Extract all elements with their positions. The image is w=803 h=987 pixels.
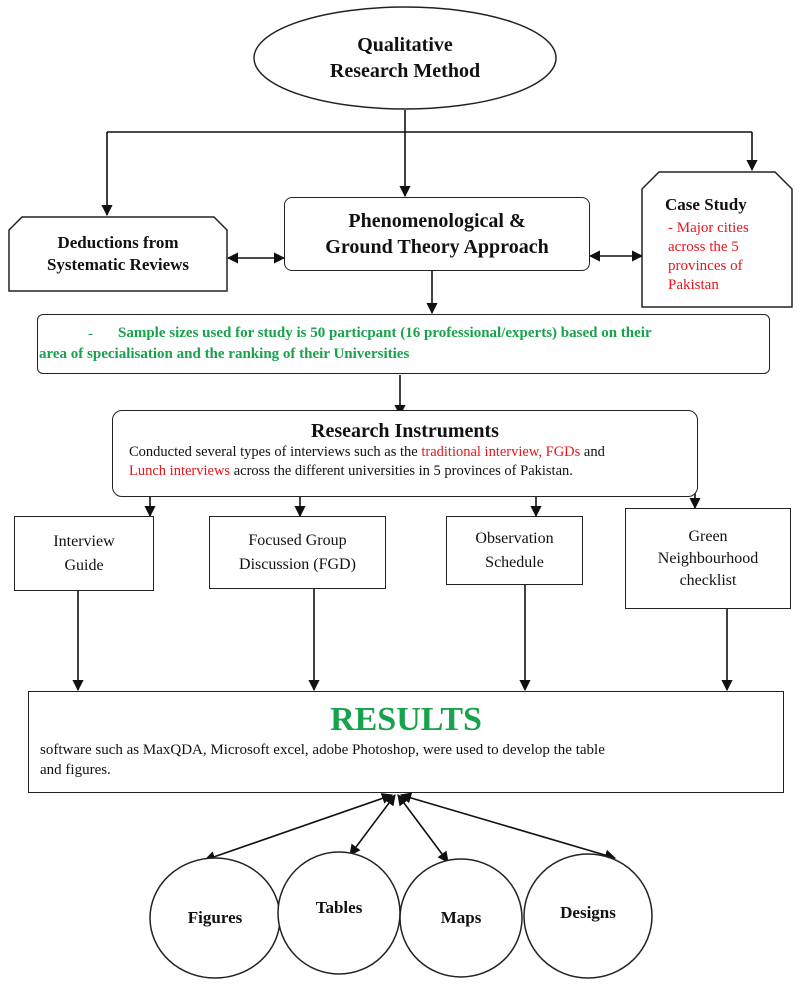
deductions-node: Deductions from Systematic Reviews — [8, 216, 228, 292]
sample-line1: Sample sizes used for study is 50 partic… — [118, 325, 652, 341]
sample-dash: - — [88, 326, 93, 342]
case-study-node: Case Study - Major cities across the 5 p… — [641, 171, 793, 308]
checklist-line2: Neighbourhood — [657, 549, 759, 567]
maps-circle: Maps — [398, 857, 524, 979]
interview-guide-node: Interview Guide — [14, 516, 154, 591]
arrow-results-tables — [349, 794, 396, 856]
instruments-line1-a: Conducted several types of interviews su… — [129, 444, 422, 460]
case-study-line: - Major cities — [668, 220, 749, 236]
observation-line2: Schedule — [485, 553, 544, 571]
arrow-results-maps — [397, 794, 449, 863]
case-study-details: - Major cities across the 5 provinces of… — [668, 219, 793, 295]
designs-circle: Designs — [522, 852, 654, 980]
checklist-line1: Green — [688, 527, 728, 545]
tables-label: Tables — [315, 898, 363, 917]
case-study-line: across the 5 — [668, 239, 739, 255]
tables-circle: Tables — [276, 850, 402, 976]
arrow-results-designs — [399, 792, 617, 861]
instruments-line2-b: across the different universities in 5 p… — [230, 463, 573, 479]
qualitative-line2: Research Method — [329, 60, 481, 82]
sample-line2: area of specialisation and the ranking o… — [39, 346, 410, 362]
deductions-line2: Systematic Reviews — [46, 255, 190, 274]
sample-text: Sample sizes used for study is 50 partic… — [39, 323, 652, 365]
phenomenology-line1: Phenomenological & — [348, 210, 526, 232]
observation-schedule-node: Observation Schedule — [446, 516, 583, 585]
instruments-line2: Lunch interviews across the different un… — [129, 462, 697, 481]
instruments-title: Research Instruments — [311, 420, 499, 442]
research-instruments-node: Research Instruments Conducted several t… — [112, 410, 698, 497]
fgd-line1: Focused Group — [248, 531, 347, 549]
figures-circle: Figures — [148, 856, 282, 980]
designs-label: Designs — [560, 903, 616, 922]
qualitative-line1: Qualitative — [357, 34, 453, 56]
results-node: RESULTS software such as MaxQDA, Microso… — [28, 691, 784, 793]
phenomenology-node: Phenomenological & Ground Theory Approac… — [284, 197, 590, 271]
green-neighbourhood-node: Green Neighbourhood checklist — [625, 508, 791, 609]
instruments-interview-types: traditional interview, FGDs — [421, 444, 581, 460]
sample-size-node: - Sample sizes used for study is 50 part… — [37, 314, 770, 374]
interview-guide-line2: Guide — [64, 556, 104, 574]
figures-label: Figures — [187, 908, 243, 927]
instruments-line1-b: and — [580, 444, 605, 460]
checklist-line3: checklist — [679, 571, 737, 589]
case-study-line: Pakistan — [668, 277, 719, 293]
instruments-line1: Conducted several types of interviews su… — [129, 443, 697, 462]
results-title: RESULTS — [330, 701, 482, 738]
interview-guide-line1: Interview — [53, 532, 115, 550]
fgd-node: Focused Group Discussion (FGD) — [209, 516, 386, 589]
qualitative-research-node: Qualitative Research Method — [252, 5, 558, 111]
phenomenology-line2: Ground Theory Approach — [325, 236, 549, 258]
results-line2: and figures. — [40, 762, 111, 778]
fgd-line2: Discussion (FGD) — [239, 555, 356, 573]
results-line1: software such as MaxQDA, Microsoft excel… — [40, 742, 605, 758]
deductions-line1: Deductions from — [57, 233, 179, 252]
maps-label: Maps — [440, 908, 482, 927]
observation-line1: Observation — [475, 529, 554, 547]
case-study-title: Case Study — [665, 195, 747, 214]
instruments-lunch: Lunch interviews — [129, 463, 231, 479]
case-study-line: provinces of — [668, 258, 743, 274]
